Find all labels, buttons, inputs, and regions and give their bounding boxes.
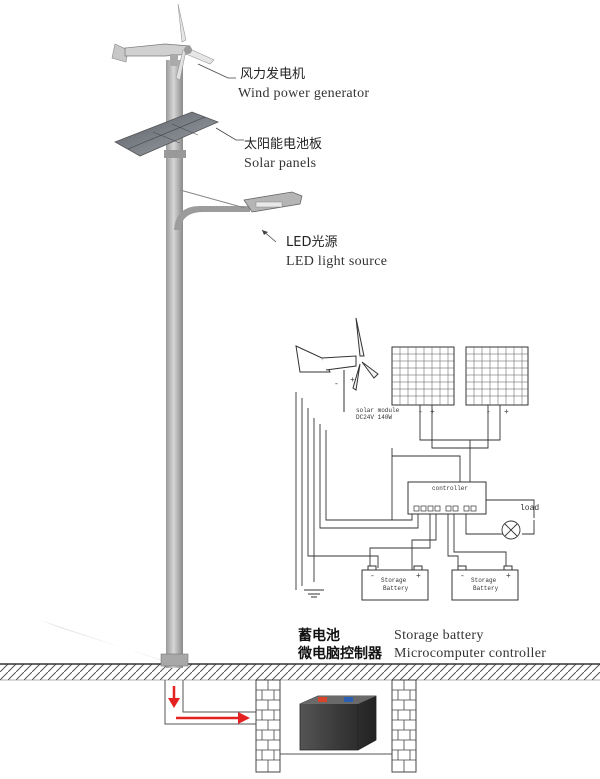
- ground-symbol: [304, 589, 324, 598]
- led-label-en: LED light source: [286, 254, 388, 269]
- turbine-minus: -: [334, 380, 339, 389]
- battery1-minus: -: [370, 572, 375, 581]
- turbine-plus: +: [350, 376, 355, 385]
- led-lamp-icon: [243, 191, 303, 213]
- battery2-minus: -: [460, 572, 465, 581]
- solar-module-spec-2: DC24V 140W: [356, 414, 393, 421]
- controller-label-cn: 微电脑控制器: [298, 646, 382, 662]
- led-label-cn: LED光源: [286, 235, 338, 250]
- wind-generator-label-en: Wind power generator: [238, 86, 370, 101]
- controller-label-en: Microcomputer controller: [394, 646, 547, 661]
- schematic-wires: [295, 392, 535, 590]
- trench: [164, 680, 260, 725]
- wiring-schematic: [295, 317, 529, 412]
- pole-shadow: [40, 620, 175, 664]
- panel1-minus: -: [418, 408, 423, 417]
- controller-terminals: [413, 505, 477, 512]
- solar-panels-label-en: Solar panels: [244, 156, 317, 171]
- schematic-batteries: [361, 565, 519, 601]
- led-leader-arrow: [262, 230, 268, 235]
- battery1-text-1: Storage: [381, 577, 407, 584]
- battery2-text-2: Battery: [473, 585, 499, 592]
- solar-panel-icon: [114, 111, 220, 158]
- brick-wall-left: [255, 679, 281, 773]
- solar-module-spec-1: solar module: [356, 407, 400, 414]
- battery2-text-1: Storage: [471, 577, 497, 584]
- wind-turbine-icon: [111, 3, 215, 81]
- panel2-minus: -: [486, 408, 491, 417]
- battery2-plus: +: [506, 572, 511, 581]
- solar-panel-grid: [392, 347, 528, 405]
- cable-arrow: [168, 686, 250, 724]
- battery-icon: [299, 695, 377, 751]
- ground: [0, 663, 600, 681]
- controller-text: controller: [432, 485, 469, 492]
- panel2-plus: +: [504, 408, 509, 417]
- solar-panels-label-cn: 太阳能电池板: [244, 137, 323, 152]
- battery-label-en: Storage battery: [394, 628, 484, 643]
- battery1-plus: +: [416, 572, 421, 581]
- brick-wall-right: [391, 679, 417, 773]
- battery-label-cn: 蓄电池: [298, 628, 340, 644]
- battery1-text-2: Battery: [383, 585, 409, 592]
- wind-generator-label-cn: 风力发电机: [240, 67, 306, 82]
- panel1-plus: +: [430, 408, 435, 417]
- lamp-pole: [160, 60, 250, 668]
- load-text: load: [520, 504, 540, 513]
- load-lamp-icon: [501, 520, 521, 540]
